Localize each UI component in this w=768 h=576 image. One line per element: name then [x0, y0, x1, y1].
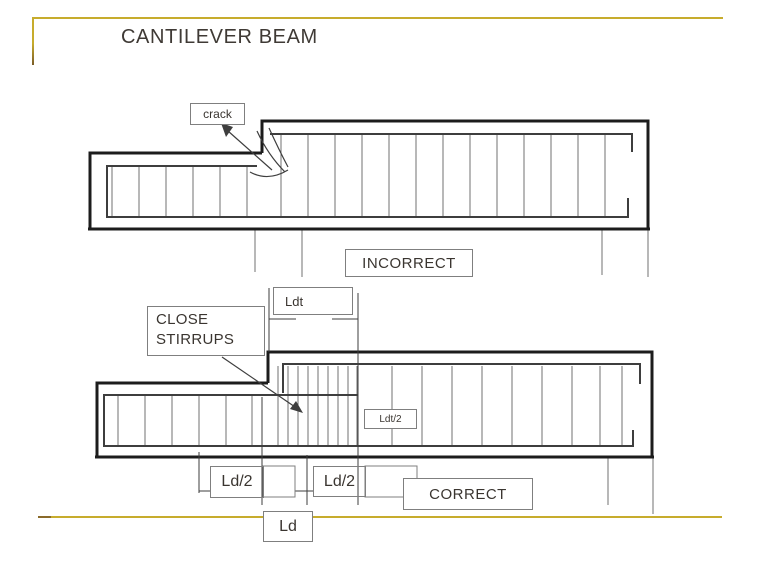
- correct-beam-outline: [95, 350, 654, 459]
- ld-half-right-dimension-label: Ld/2: [313, 466, 366, 497]
- crack-label: crack: [190, 103, 245, 125]
- crack-line-bottom: [249, 169, 289, 178]
- top-accent-corner-line: [32, 17, 34, 65]
- ld-dimension-label: Ld: [263, 511, 313, 542]
- incorrect-label: INCORRECT: [345, 249, 473, 277]
- correct-beam-rebar: [103, 363, 641, 447]
- ldt-dimension-label: Ldt: [273, 287, 353, 315]
- incorrect-beam-stirrups: [111, 135, 649, 277]
- close-stirrups-arrow: [221, 356, 303, 413]
- close-stirrups-arrowhead: [290, 401, 303, 413]
- ldt-half-dimension-label: Ldt/2: [364, 409, 417, 429]
- crack-arrowhead: [221, 123, 233, 137]
- crack-line-right: [268, 127, 289, 168]
- crack-arrow: [221, 123, 289, 178]
- close-stirrups-label: CLOSE STIRRUPS: [147, 306, 265, 356]
- crack-line-left: [256, 130, 286, 173]
- incorrect-beam-rebar: [106, 133, 633, 218]
- top-accent-line: [32, 17, 723, 19]
- incorrect-beam-outline: [88, 119, 650, 231]
- bottom-accent-line-tip: [38, 516, 51, 518]
- correct-label: CORRECT: [403, 478, 533, 510]
- ld-half-left-dimension-label: Ld/2: [210, 466, 264, 498]
- bottom-accent-line: [38, 516, 722, 518]
- slide-title: CANTILEVER BEAM: [121, 26, 318, 48]
- correct-beam-stirrups: [117, 366, 654, 514]
- ld-half-left-extension-box: [262, 465, 296, 498]
